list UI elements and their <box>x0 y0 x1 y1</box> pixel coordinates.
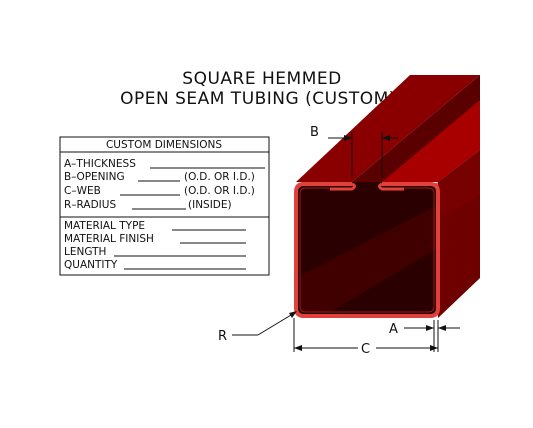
custom-dimensions-box: CUSTOM DIMENSIONS A–THICKNESS B–OPENING … <box>59 136 270 276</box>
dimension-b <box>328 132 398 178</box>
dimensions-header: CUSTOM DIMENSIONS <box>106 139 222 151</box>
title-line-2: OPEN SEAM TUBING (CUSTOM) <box>120 89 396 109</box>
dimensions-box-frame <box>59 136 270 276</box>
row-a-label: A–THICKNESS <box>64 158 136 170</box>
row-b-label: B–OPENING <box>64 171 125 183</box>
material-type-label: MATERIAL TYPE <box>64 220 145 232</box>
material-finish-label: MATERIAL FINISH <box>64 233 154 245</box>
quantity-label: QUANTITY <box>64 259 118 271</box>
row-c-note: (O.D. OR I.D.) <box>184 185 255 197</box>
tube-front-face <box>296 182 438 318</box>
tube-wall-inner <box>299 187 435 313</box>
right-hem <box>378 182 404 191</box>
row-r-label: R–RADIUS <box>64 199 116 211</box>
radius-r <box>232 311 297 336</box>
dimension-c <box>293 318 438 352</box>
left-hem <box>330 182 356 191</box>
tube-shade-band-1 <box>352 75 480 182</box>
row-r-note: (INSIDE) <box>188 199 232 211</box>
row-c-label: C–WEB <box>64 185 101 197</box>
dimension-a-label: A <box>389 322 398 337</box>
row-b-note: (O.D. OR I.D.) <box>184 171 255 183</box>
dimension-a <box>404 320 460 352</box>
tube-wall-profile <box>294 182 440 318</box>
dimension-c-label: C <box>361 342 370 357</box>
tube-front-highlight <box>300 205 438 312</box>
radius-r-label: R <box>218 329 227 344</box>
length-label: LENGTH <box>64 246 106 258</box>
title-line-1: SQUARE HEMMED <box>182 69 341 89</box>
dimension-b-label: B <box>310 125 319 140</box>
tube-top-left <box>296 75 480 182</box>
